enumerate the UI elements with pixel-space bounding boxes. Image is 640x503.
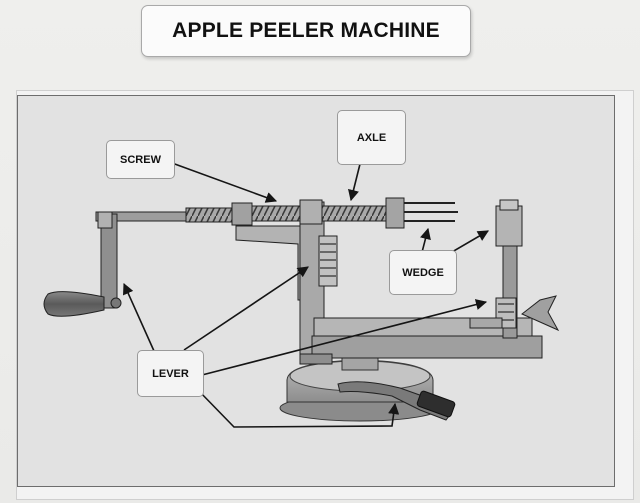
diagram-arrows [123,162,489,428]
label-axle-text: AXLE [356,131,387,144]
title-card: APPLE PEELER MACHINE [141,5,471,57]
lever-arrow-arm [201,299,488,376]
label-lever-text: LEVER [152,367,189,380]
screw-arrow [171,162,278,203]
lever-arrow-frame [183,266,309,351]
peeler-arm [469,199,560,339]
frame-spring [318,235,338,287]
base-lever [337,381,456,421]
apple-fork [385,197,458,229]
page-title: APPLE PEELER MACHINE [172,19,440,42]
lever-arrow-crank [123,282,155,352]
label-screw-text: SCREW [120,153,161,166]
label-lever: LEVER [137,350,204,397]
crank-handle [43,211,235,317]
screw-shaft [185,199,387,226]
lever-arrow-base [196,388,400,428]
label-axle: AXLE [337,110,406,165]
label-wedge: WEDGE [389,250,457,295]
label-screw: SCREW [106,140,175,179]
axle-arrow [348,163,361,202]
suction-base [279,347,441,422]
label-wedge-text: WEDGE [402,266,444,279]
